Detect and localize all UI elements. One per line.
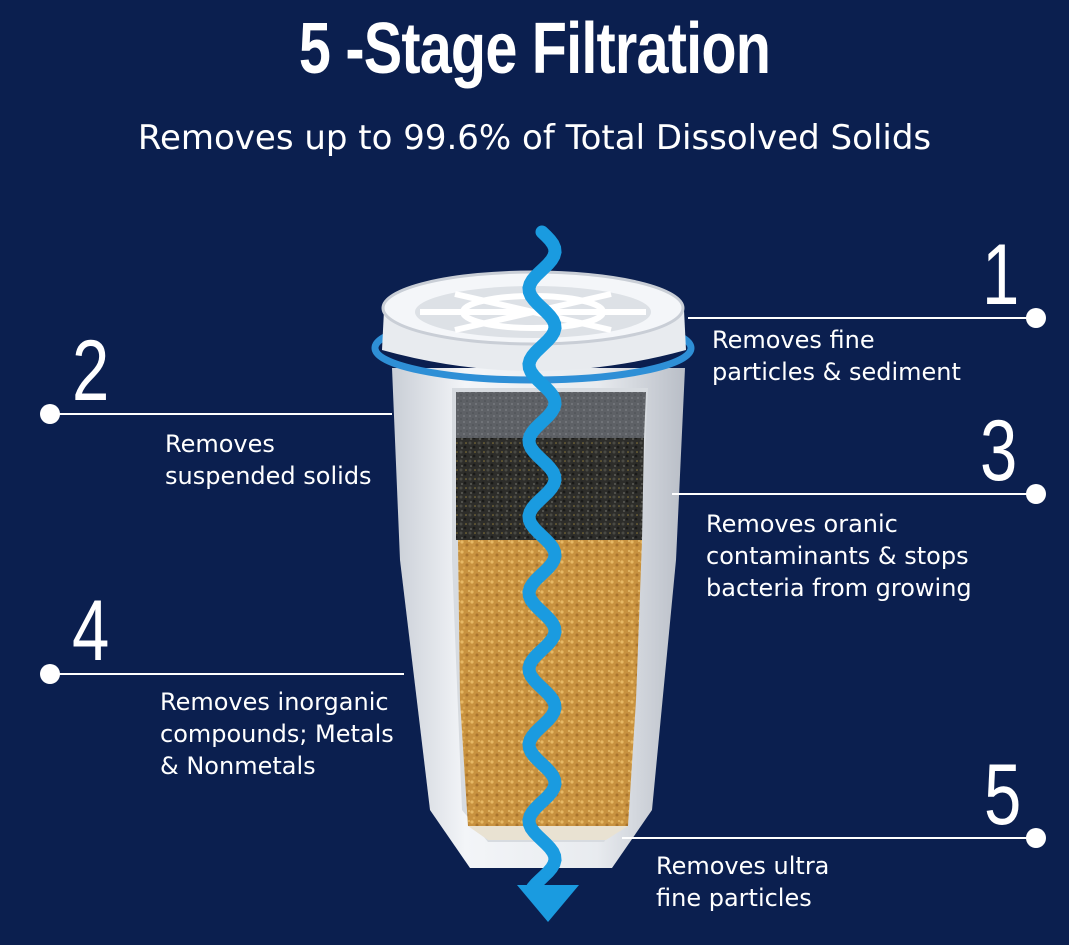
stage-2-number: 2: [72, 323, 110, 419]
callout-dots: [40, 308, 1046, 848]
stage-5-number: 5: [984, 747, 1022, 843]
stage-4-description: Removes inorganic compounds; Metals & No…: [160, 688, 394, 780]
stage-5-description: Removes ultra fine particles: [656, 852, 830, 912]
page-subtitle: Removes up to 99.6% of Total Dissolved S…: [137, 118, 932, 158]
callout-lines: [50, 317, 1036, 839]
stage-4-number: 4: [72, 583, 110, 679]
cartridge-cap: [371, 270, 695, 384]
stage-2-description: Removes suspended solids: [165, 430, 372, 490]
page-title: 5 -Stage Filtration: [298, 9, 771, 89]
callout-dot-4: [40, 664, 60, 684]
stage-1-description: Removes fine particles & sediment: [712, 326, 961, 386]
stage-4-layer: [458, 540, 642, 826]
stage-1-number: 1: [982, 227, 1020, 323]
callout-dot-3: [1026, 484, 1046, 504]
stage-5-layer: [468, 826, 628, 840]
callout-dot-5: [1026, 828, 1046, 848]
stage-3-description: Removes oranic contaminants & stops bact…: [706, 510, 972, 602]
water-flow-arrow: [517, 225, 579, 922]
callout-dot-1: [1026, 308, 1046, 328]
callout-dot-2: [40, 404, 60, 424]
stage-3-number: 3: [980, 403, 1018, 499]
